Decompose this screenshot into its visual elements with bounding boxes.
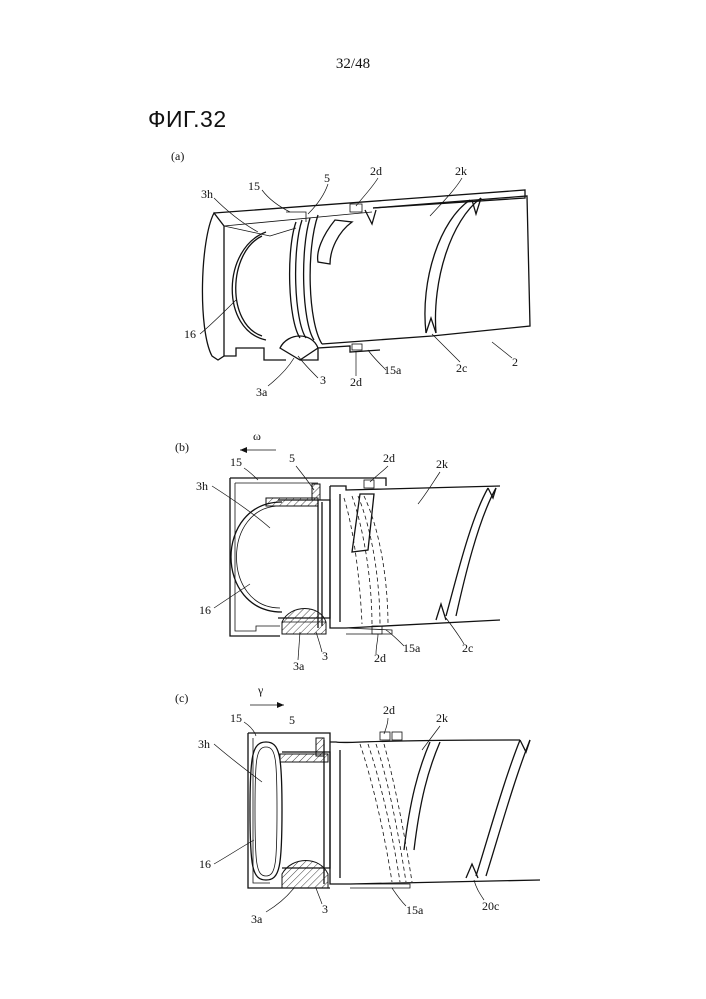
panel-c-section-drawing xyxy=(248,732,540,888)
callout-3a: 3a xyxy=(256,385,268,399)
callout-5: 5 xyxy=(324,171,330,185)
direction-symbol-gamma: γ xyxy=(257,683,264,697)
callout-15a: 15a xyxy=(384,363,402,377)
callout-16: 16 xyxy=(199,603,211,617)
callout-15a: 15a xyxy=(403,641,421,655)
panel-a-label: (a) xyxy=(171,149,184,163)
callout-3: 3 xyxy=(322,649,328,663)
panel-b: (b) ω xyxy=(175,429,500,673)
direction-arrow-gamma: γ xyxy=(250,683,284,708)
callout-3h: 3h xyxy=(196,479,208,493)
callout-2c: 2c xyxy=(456,361,467,375)
callout-3: 3 xyxy=(320,373,326,387)
callout-3a: 3a xyxy=(293,659,305,673)
callout-5: 5 xyxy=(289,451,295,465)
callout-2k: 2k xyxy=(455,164,467,178)
callout-3: 3 xyxy=(322,902,328,916)
callout-2d-bottom: 2d xyxy=(350,375,362,389)
callout-2k: 2k xyxy=(436,711,448,725)
callout-5: 5 xyxy=(289,713,295,727)
panel-b-callouts: 15 5 2d 2k 3h 16 3a 3 2d 15a 2c xyxy=(196,451,473,673)
panel-a-perspective-drawing xyxy=(202,190,530,360)
callout-15: 15 xyxy=(230,455,242,469)
panel-b-label: (b) xyxy=(175,440,189,454)
callout-15: 15 xyxy=(230,711,242,725)
callout-16: 16 xyxy=(184,327,196,341)
direction-symbol-omega: ω xyxy=(253,429,261,443)
panel-c: (c) γ xyxy=(175,683,540,926)
callout-2d-top: 2d xyxy=(383,451,395,465)
callout-2d-top: 2d xyxy=(370,164,382,178)
callout-20c: 20c xyxy=(482,899,499,913)
panel-b-section-drawing xyxy=(230,478,500,636)
callout-15a: 15a xyxy=(406,903,424,917)
callout-2k: 2k xyxy=(436,457,448,471)
callout-3h: 3h xyxy=(198,737,210,751)
callout-15: 15 xyxy=(248,179,260,193)
callout-16: 16 xyxy=(199,857,211,871)
callout-2: 2 xyxy=(512,355,518,369)
callout-3h: 3h xyxy=(201,187,213,201)
panel-a: (a) xyxy=(171,149,530,399)
panel-c-label: (c) xyxy=(175,691,188,705)
panel-a-callouts: 3h 15 5 2d 2k 16 3a 3 2d 15a 2c 2 xyxy=(184,164,518,399)
callout-2d-top: 2d xyxy=(383,703,395,717)
callout-3a: 3a xyxy=(251,912,263,926)
direction-arrow-omega: ω xyxy=(240,429,276,453)
panel-c-callouts: 15 5 2d 2k 3h 16 3a 3 15a 20c xyxy=(198,703,499,926)
